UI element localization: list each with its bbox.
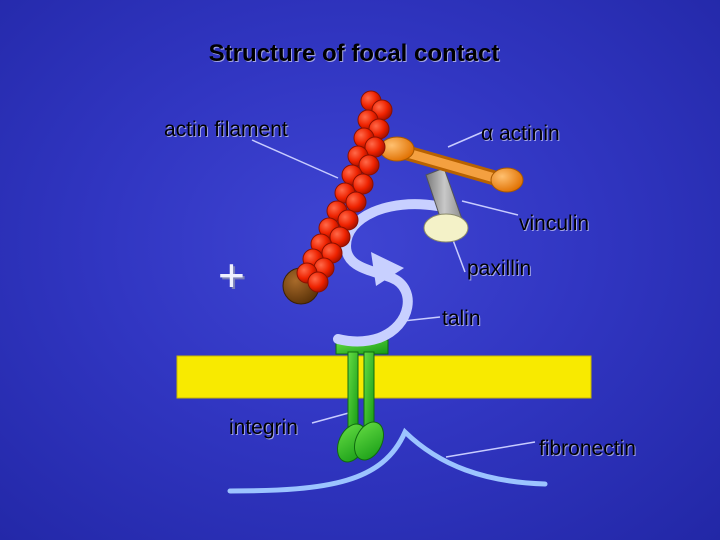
actin-bead [345,191,367,213]
label-integrin: integrin [229,416,298,439]
label-fibronectin: fibronectin [539,437,636,460]
actin-bead [352,173,374,195]
leader-line-actinin [447,130,486,148]
leader-line-actin [251,139,339,179]
leader-line-fibronectin [445,441,536,458]
label-talin: talin [442,307,481,330]
label-alpha-actinin: α actinin [481,122,560,145]
paxillin-disc [423,213,469,243]
vinculin-protein [423,167,469,243]
leader-line-talin [402,316,441,322]
actin-bead [358,154,380,176]
leader-line-vinculin [461,200,519,216]
talin-arrowhead [371,252,404,286]
fibronectin-strand [227,427,548,494]
alpha-actinin-protein [379,136,524,193]
actin-filament [296,90,393,293]
cell-membrane [176,355,592,399]
label-actin-filament: actin filament [164,118,288,141]
label-vinculin: vinculin [519,212,590,235]
label-paxillin: paxillin [467,257,532,280]
integrin-head-b [353,421,385,461]
actin-bead [307,271,329,293]
actin-bead [337,209,359,231]
plus-sign: + [218,249,245,301]
integrin-chain-a [347,351,359,435]
actinin-head-right [490,167,524,193]
talin-protein [333,199,442,347]
page-title: Structure of focal contact [208,40,500,67]
